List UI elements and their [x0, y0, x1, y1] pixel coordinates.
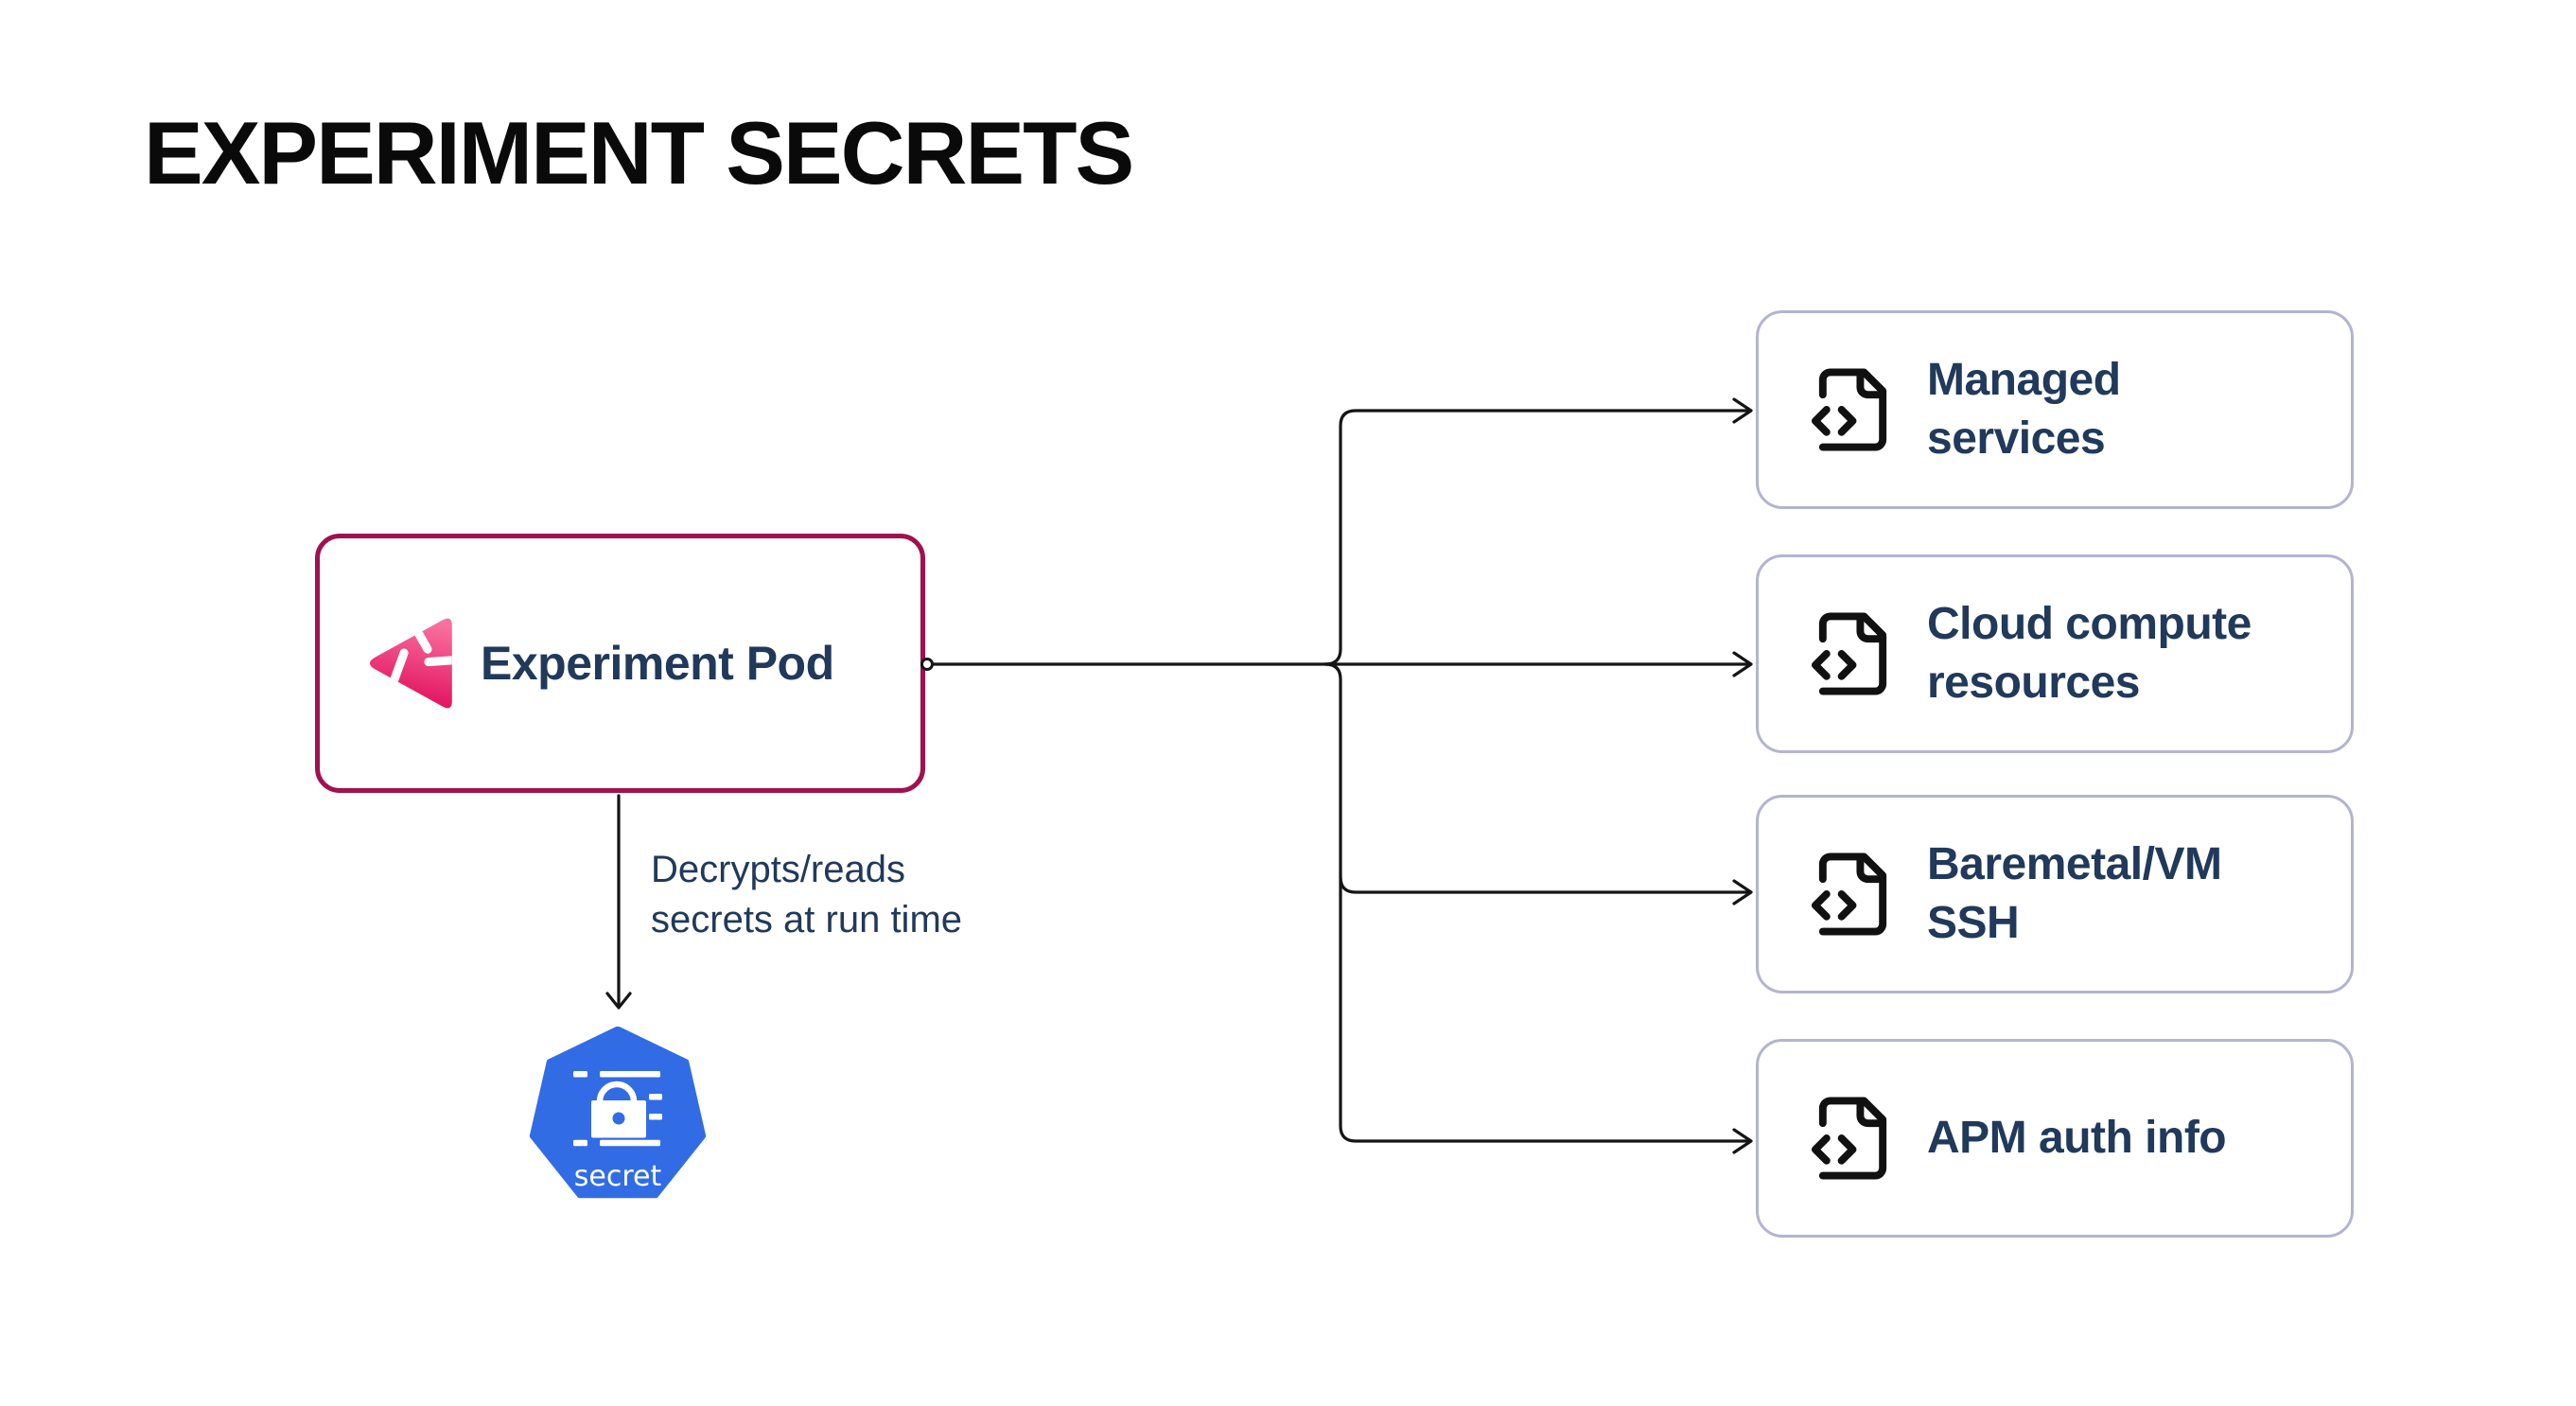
target-label: Managed services — [1927, 355, 2121, 464]
target-label: APM auth info — [1927, 1113, 2227, 1163]
target-box-baremetal-vm-ssh: Baremetal/VM SSH — [1756, 795, 2354, 993]
secret-label: secret — [574, 1160, 662, 1193]
arrowhead-icon — [1732, 1128, 1753, 1154]
decrypts-annotation: Decrypts/reads secrets at run time — [651, 849, 963, 940]
experiment-pod-label: Experiment Pod — [481, 637, 834, 690]
arrowhead-down-icon — [605, 992, 632, 1010]
edge-branch-mid — [1339, 875, 1749, 894]
arrowhead-icon — [1732, 397, 1753, 424]
runai-triangle-icon — [369, 618, 452, 709]
arrowhead-icon — [1732, 879, 1753, 905]
target-box-managed-services: Managed services — [1756, 310, 2354, 509]
file-code-icon — [1811, 612, 1887, 695]
target-label: Baremetal/VM SSH — [1927, 839, 2222, 948]
target-box-cloud-compute: Cloud compute resources — [1756, 554, 2354, 753]
file-code-icon — [1811, 1097, 1887, 1180]
target-box-apm-auth-info: APM auth info — [1756, 1039, 2354, 1238]
edge-branch-down — [1323, 662, 1749, 1143]
edge-branch-up — [1323, 409, 1749, 666]
arrowhead-icon — [1732, 651, 1753, 677]
file-code-icon — [1811, 368, 1887, 451]
file-code-icon — [1811, 852, 1887, 936]
target-label: Cloud compute resources — [1927, 599, 2252, 708]
padlock-redacted-lines-icon — [573, 1071, 662, 1147]
experiment-pod-node: Experiment Pod — [315, 534, 925, 793]
kubernetes-secret-icon: secret — [529, 1027, 707, 1199]
page-title: EXPERIMENT SECRETS — [144, 103, 1134, 202]
